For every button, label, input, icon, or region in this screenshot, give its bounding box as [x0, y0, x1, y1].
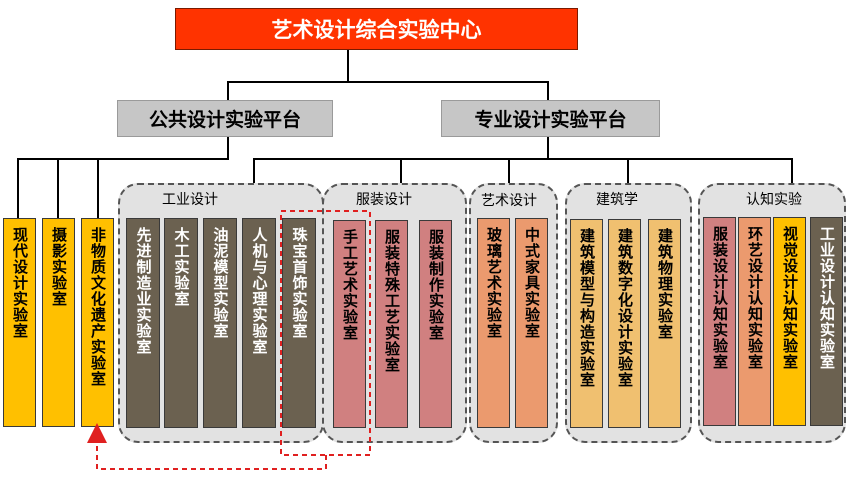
lab-label: 先进制造业实验室 [134, 227, 153, 355]
lab-jewelry: 珠宝首饰实验室 [282, 218, 316, 428]
lab-label: 摄影实验室 [50, 227, 68, 307]
lab-industrial-cognition: 工业设计认知实验室 [810, 217, 843, 426]
lab-advanced-manufacturing: 先进制造业实验室 [126, 218, 160, 428]
lab-label: 手工艺术实验室 [341, 229, 359, 341]
lab-photography: 摄影实验室 [42, 218, 75, 427]
lab-clay-model: 油泥模型实验室 [203, 218, 237, 428]
lab-handcraft-art: 手工艺术实验室 [333, 220, 366, 428]
connector [17, 158, 229, 160]
group-label-industrial: 工业设计 [162, 192, 218, 208]
lab-label: 建筑物理实验室 [656, 228, 674, 340]
lab-architecture-physics: 建筑物理实验室 [648, 219, 681, 428]
connector [227, 137, 229, 159]
lab-architecture-model: 建筑模型与构造实验室 [570, 219, 603, 428]
group-label-fashion: 服装设计 [356, 192, 412, 208]
connector [400, 158, 402, 184]
lab-garment-special-craft: 服装特殊工艺实验室 [375, 220, 408, 428]
lab-ergonomics: 人机与心理实验室 [242, 218, 276, 428]
link-arrow [87, 423, 327, 470]
group-label-architecture: 建筑学 [596, 192, 638, 208]
lab-woodwork: 木工实验室 [164, 218, 198, 428]
connector [627, 158, 629, 184]
lab-label: 珠宝首饰实验室 [290, 227, 309, 339]
professional-platform: 专业设计实验平台 [441, 100, 660, 137]
lab-label: 环艺设计认知实验室 [746, 226, 764, 370]
lab-garment-making: 服装制作实验室 [419, 220, 452, 428]
public-platform-label: 公共设计实验平台 [148, 109, 301, 131]
connector [227, 81, 229, 100]
lab-label: 工业设计认知实验室 [818, 226, 836, 370]
connector [227, 81, 549, 83]
lab-label: 建筑数字化设计实验室 [616, 228, 634, 388]
connector [253, 158, 793, 160]
lab-label: 建筑模型与构造实验室 [578, 228, 596, 388]
group-label-art: 艺术设计 [481, 193, 537, 209]
connector [97, 158, 99, 218]
lab-chinese-furniture: 中式家具实验室 [515, 218, 548, 428]
lab-architecture-digital: 建筑数字化设计实验室 [608, 219, 641, 428]
lab-label: 服装特殊工艺实验室 [383, 229, 401, 373]
professional-platform-label: 专业设计实验平台 [474, 109, 627, 131]
connector [508, 158, 510, 184]
lab-label: 油泥模型实验室 [211, 227, 230, 339]
lab-label: 现代设计实验室 [11, 227, 29, 339]
lab-env-art-cognition: 环艺设计认知实验室 [738, 217, 771, 426]
lab-glass-art: 玻璃艺术实验室 [477, 218, 510, 428]
highlight-dashed-box [280, 210, 371, 456]
group-label-cognition: 认知实验 [746, 192, 802, 208]
lab-label: 服装设计认知实验室 [711, 226, 729, 370]
public-platform: 公共设计实验平台 [117, 100, 333, 137]
connector [57, 158, 59, 218]
connector [547, 137, 549, 159]
connector [253, 158, 255, 184]
root-label: 艺术设计综合实验中心 [271, 18, 482, 42]
lab-label: 木工实验室 [172, 227, 191, 307]
connector [547, 81, 549, 100]
connector [17, 158, 19, 218]
lab-label: 视觉设计认知实验室 [781, 226, 799, 370]
connector [347, 50, 349, 82]
lab-label: 人机与心理实验室 [250, 227, 269, 355]
root-node: 艺术设计综合实验中心 [175, 8, 578, 50]
lab-label: 中式家具实验室 [523, 227, 541, 339]
lab-label: 服装制作实验室 [427, 229, 445, 341]
lab-visual-cognition: 视觉设计认知实验室 [773, 217, 806, 426]
connector [791, 158, 793, 184]
lab-label: 非物质文化遗产实验室 [89, 227, 107, 387]
lab-intangible-heritage: 非物质文化遗产实验室 [81, 218, 114, 427]
lab-modern-design: 现代设计实验室 [3, 218, 36, 427]
lab-fashion-cognition: 服装设计认知实验室 [703, 217, 736, 426]
lab-label: 玻璃艺术实验室 [485, 227, 503, 339]
